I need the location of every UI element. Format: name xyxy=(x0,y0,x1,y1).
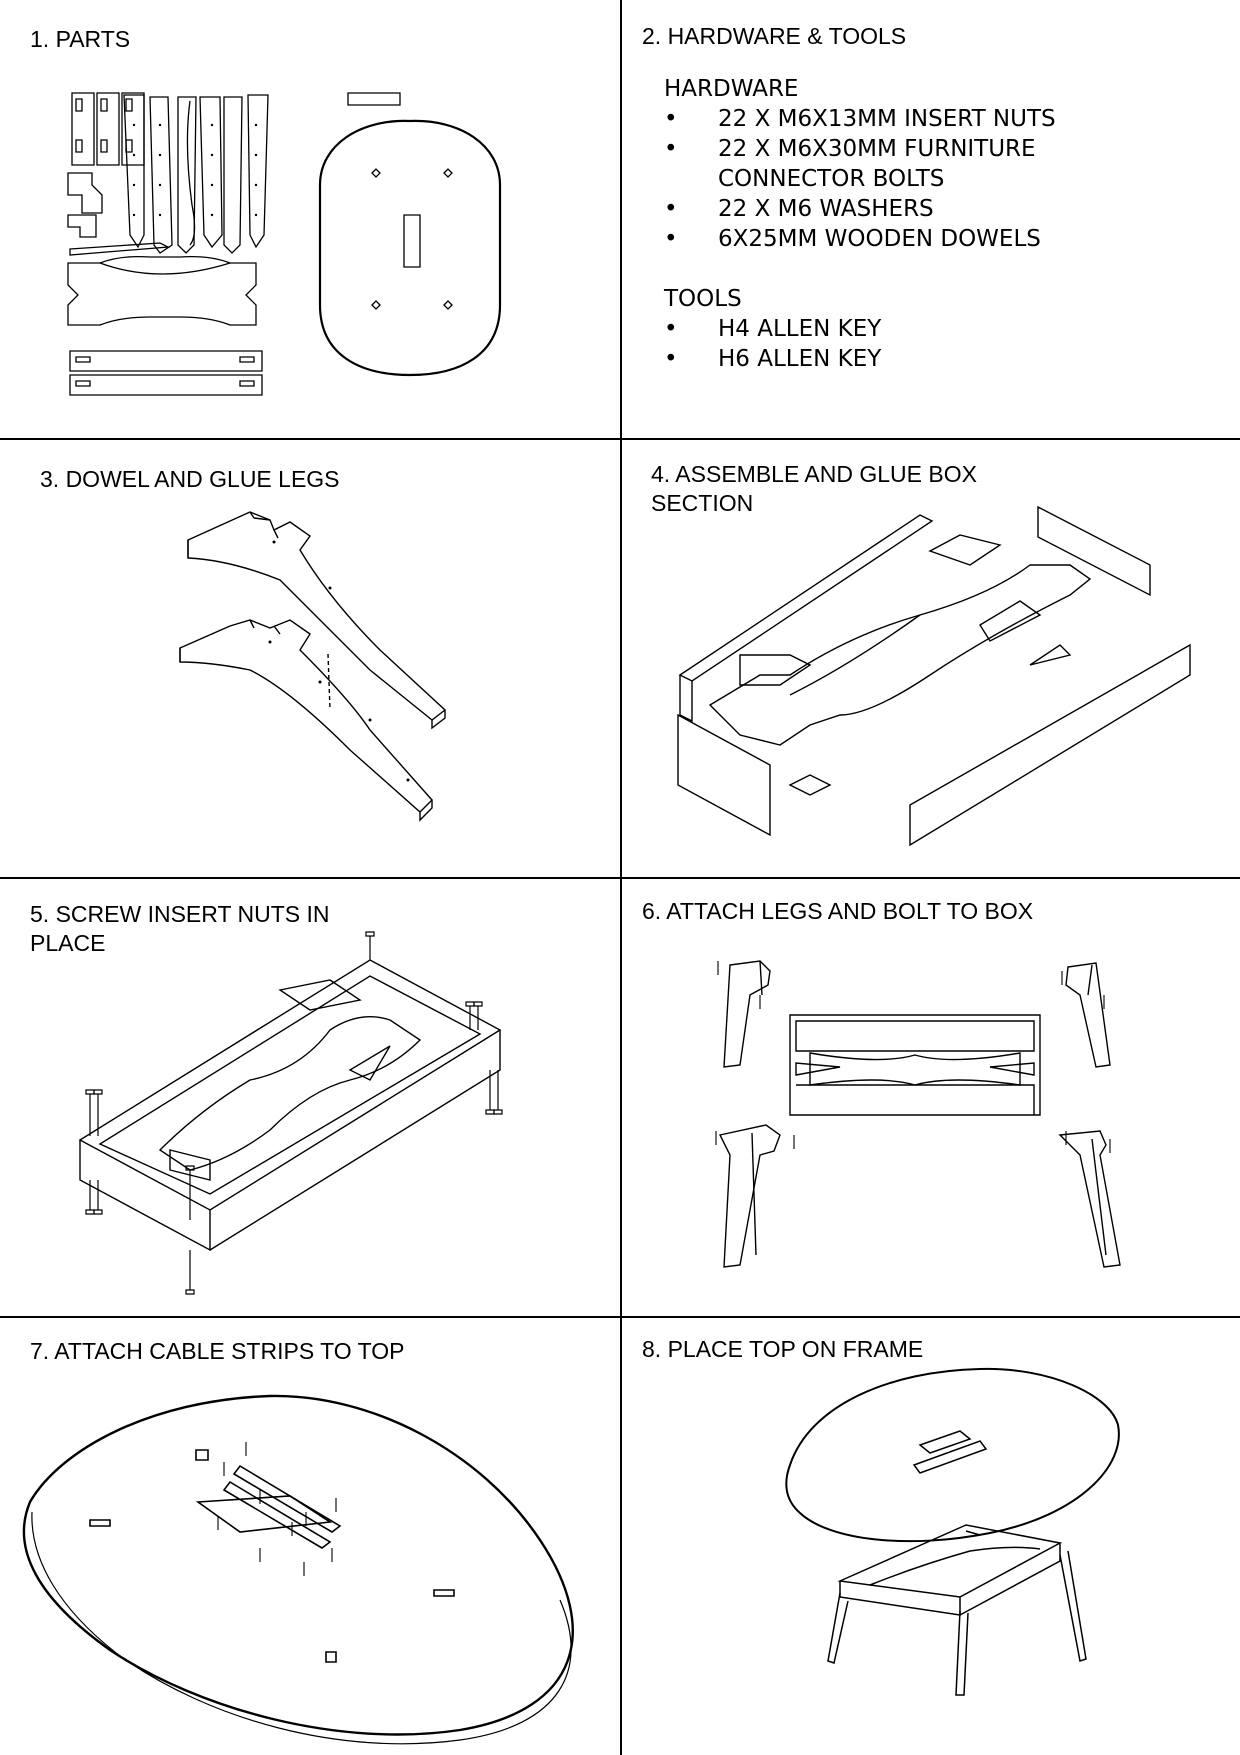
tools-item: H4 ALLEN KEY xyxy=(664,314,1078,344)
step-6-title: 6. ATTACH LEGS AND BOLT TO BOX xyxy=(642,898,1034,924)
hardware-tools-list: HARDWARE 22 X M6X13MM INSERT NUTS 22 X M… xyxy=(664,74,1078,374)
place-top-illustration xyxy=(780,1365,1130,1695)
glue-legs-illustration xyxy=(170,500,490,870)
tools-list: H4 ALLEN KEY H6 ALLEN KEY xyxy=(664,314,1078,374)
box-assembly-illustration xyxy=(670,505,1210,855)
hardware-item: 22 X M6 WASHERS xyxy=(664,194,1078,224)
step-8-title: 8. PLACE TOP ON FRAME xyxy=(642,1336,924,1362)
hardware-item: 6X25MM WOODEN DOWELS xyxy=(664,224,1078,254)
insert-nuts-illustration xyxy=(70,930,530,1300)
hardware-list: 22 X M6X13MM INSERT NUTS 22 X M6X30MM FU… xyxy=(664,104,1078,254)
row-divider xyxy=(0,877,1240,879)
tools-heading: TOOLS xyxy=(664,286,742,312)
step-2-title: 2. HARDWARE & TOOLS xyxy=(642,23,907,49)
hardware-heading: HARDWARE xyxy=(664,76,799,102)
step-1-title: 1. PARTS xyxy=(30,26,131,52)
parts-illustration xyxy=(60,85,620,415)
cable-strips-illustration xyxy=(20,1390,610,1745)
hardware-item: 22 X M6X30MM FURNITURE CONNECTOR BOLTS xyxy=(664,134,1078,194)
step-3-title: 3. DOWEL AND GLUE LEGS xyxy=(40,466,340,492)
row-divider xyxy=(0,1316,1240,1318)
step-5-title: 5. SCREW INSERT NUTS IN PLACE xyxy=(30,901,330,956)
hardware-item: 22 X M6X13MM INSERT NUTS xyxy=(664,104,1078,134)
row-divider xyxy=(0,438,1240,440)
step-4-title: 4. ASSEMBLE AND GLUE BOX SECTION xyxy=(651,461,977,516)
tools-item: H6 ALLEN KEY xyxy=(664,344,1078,374)
attach-legs-illustration xyxy=(700,955,1140,1285)
step-7-title: 7. ATTACH CABLE STRIPS TO TOP xyxy=(30,1338,405,1364)
